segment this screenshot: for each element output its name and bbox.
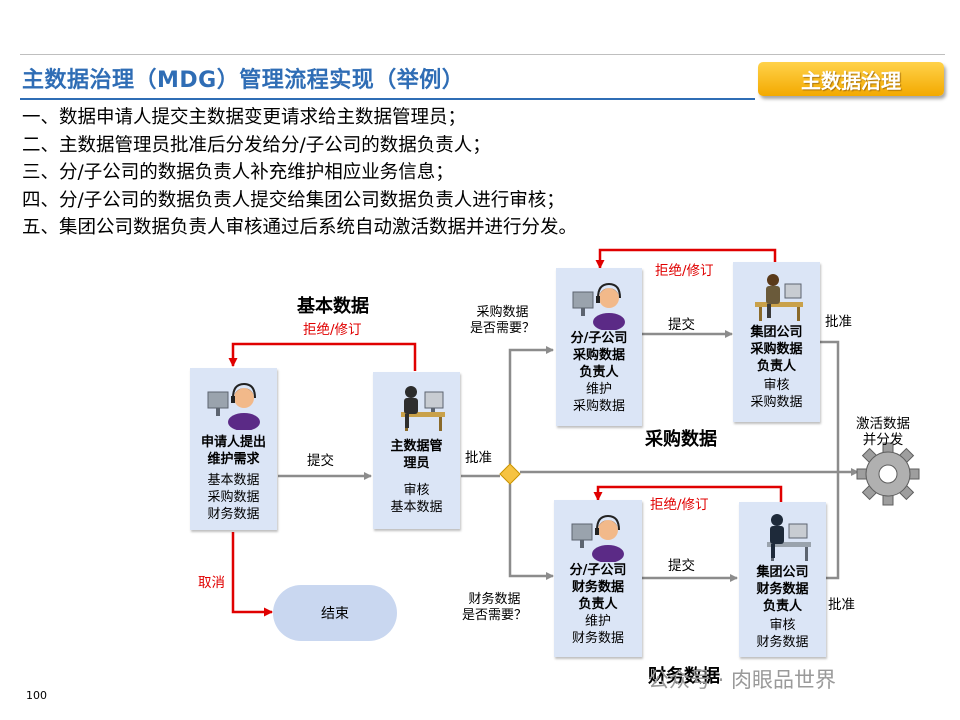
finance-group-title: 集团公司 财务数据 负责人 [756, 565, 809, 614]
line-purchase-approve [820, 340, 840, 472]
submit-label-basic: 提交 [307, 453, 334, 469]
reject-loop-finance [593, 485, 783, 502]
desk-worker-icon [400, 386, 445, 431]
purchase-group-sub: 审核 采购数据 [750, 378, 803, 410]
admin-sub: 审核 基本数据 [390, 483, 443, 515]
purchase-sub-sub: 维护 采购数据 [572, 382, 625, 414]
approve-label-admin: 批准 [465, 450, 492, 466]
step-3: 三、分/子公司的数据负责人补充维护相应业务信息； [22, 162, 454, 184]
reject-loop-purchase [595, 248, 777, 269]
watermark: 公众号 · 肉眼品世界 [648, 668, 837, 692]
decision-diamond [499, 463, 521, 485]
reject-label-purchase: 拒绝/修订 [655, 263, 714, 279]
admin-title: 主数据管 理员 [390, 439, 443, 471]
steps-list: 一、数据申请人提交主数据变更请求给主数据管理员； 二、主数据管理员批准后分发给分… [22, 104, 577, 242]
line-finance-approve [826, 472, 840, 580]
submit-label-purchase: 提交 [668, 317, 695, 333]
applicant-title: 申请人提出 维护需求 [200, 435, 266, 467]
purchase-group-box: 集团公司 采购数据 负责人 审核 采购数据 [733, 262, 820, 422]
purchase-sub-title: 分/子公司 采购数据 负责人 [570, 331, 628, 380]
submit-label-finance: 提交 [668, 558, 695, 574]
purchase-question-label: 采购数据 是否需要？ [470, 305, 536, 336]
page-number: 100 [26, 689, 47, 702]
purchase-data-heading: 采购数据 [645, 429, 717, 450]
finance-sub-sub: 维护 财务数据 [571, 614, 624, 646]
approve-label-purchase: 批准 [825, 314, 852, 330]
topic-tag: 主数据治理 [758, 62, 944, 96]
admin-box: 主数据管 理员 审核 基本数据 [373, 372, 460, 529]
approve-label-finance: 批准 [828, 597, 855, 613]
page-title: 主数据治理（MDG）管理流程实现（举例） [22, 68, 465, 93]
header-top-rule [20, 54, 945, 55]
gear-icon [856, 442, 920, 506]
finance-sub-box: 分/子公司 财务数据 负责人 维护 财务数据 [554, 500, 642, 657]
applicant-box: 申请人提出 维护需求 基本数据 采购数据 财务数据 [190, 368, 277, 530]
arrow-to-purchase-sub [508, 346, 554, 464]
reject-label-basic: 拒绝/修订 [303, 322, 362, 338]
arrow-to-finance-sub [508, 484, 554, 580]
purchase-sub-box: 分/子公司 采购数据 负责人 维护 采购数据 [556, 268, 642, 426]
basic-data-heading: 基本数据 [297, 296, 369, 317]
headset-user-icon [572, 282, 625, 330]
finance-sub-title: 分/子公司 财务数据 负责人 [569, 563, 627, 612]
title-underline [20, 98, 755, 100]
desk-worker-icon [766, 514, 811, 561]
desk-worker-icon [754, 274, 803, 321]
applicant-sub: 基本数据 采购数据 财务数据 [207, 473, 260, 522]
cancel-arrow [231, 532, 273, 617]
step-2: 二、主数据管理员批准后分发给分/子公司的数据负责人； [22, 134, 491, 156]
reject-loop-basic [228, 342, 417, 371]
cancel-label: 取消 [198, 575, 225, 591]
finance-group-sub: 审核 财务数据 [756, 618, 809, 650]
step-5: 五、集团公司数据负责人审核通过后系统自动激活数据并进行分发。 [22, 217, 578, 239]
reject-label-finance: 拒绝/修订 [650, 497, 709, 513]
headset-user-icon [571, 514, 624, 562]
finance-group-box: 集团公司 财务数据 负责人 审核 财务数据 [739, 502, 826, 657]
headset-user-icon [207, 382, 260, 430]
activate-label: 激活数据 并分发 [856, 416, 910, 448]
step-1: 一、数据申请人提交主数据变更请求给主数据管理员； [22, 107, 467, 128]
finance-data-heading: 财务数据 [648, 666, 720, 687]
step-4: 四、分/子公司的数据负责人提交给集团公司数据负责人进行审核； [22, 189, 565, 211]
finance-question-label: 财务数据 是否需要？ [462, 592, 528, 623]
end-node: 结束 [273, 585, 397, 641]
purchase-group-title: 集团公司 采购数据 负责人 [750, 325, 803, 374]
